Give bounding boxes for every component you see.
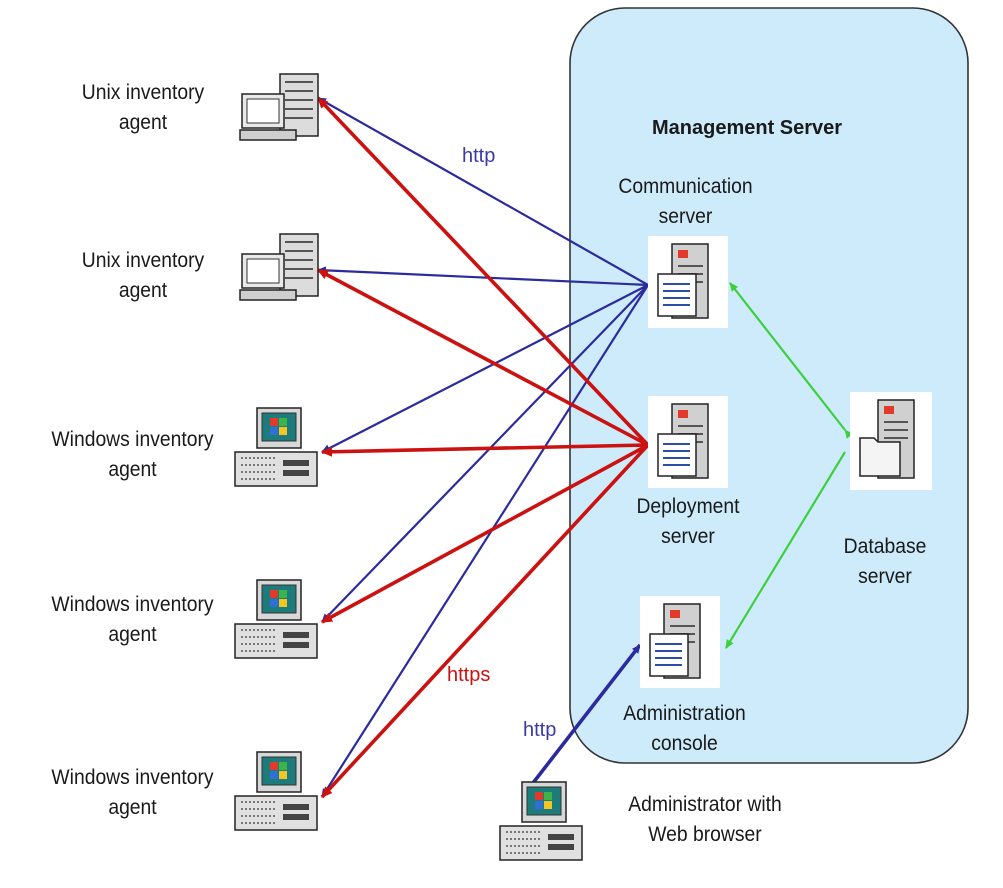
http-link-admin (524, 643, 642, 792)
administration-console-label: Administration console (599, 699, 769, 759)
communication-server-label-line2: server (658, 205, 713, 228)
db-link-admin (725, 451, 846, 649)
agent-label-3-line1: Windows inventory (51, 428, 214, 451)
database-server-label-line1: Database (843, 535, 927, 558)
agent-label-1-line2: agent (118, 111, 168, 134)
communication-server-label: Communication server (605, 172, 766, 232)
database-server-label-line2: server (858, 565, 912, 588)
windows-pc-icon-admin (499, 781, 583, 861)
communication-server-icon (648, 236, 728, 328)
https-protocol-label: https (447, 664, 491, 686)
agent-label-2: Unix inventory agent (56, 246, 231, 306)
http-protocol-label: http (462, 145, 496, 167)
agent-label-1: Unix inventory agent (56, 78, 231, 138)
administrator-label: Administrator with Web browser (599, 790, 811, 850)
management-server-title: Management Server (652, 117, 843, 139)
agent-label-2-line2: agent (118, 279, 168, 302)
agent-label-5: Windows inventory agent (29, 763, 236, 823)
agent-label-3-line2: agent (108, 458, 157, 481)
unix-workstation-icon-1 (239, 73, 319, 141)
deployment-server-label-line2: server (661, 525, 715, 548)
windows-pc-icon-1 (234, 407, 318, 487)
administrator-label-line1: Administrator with (628, 793, 782, 816)
deployment-server-label-line1: Deployment (636, 495, 740, 518)
windows-pc-icon-3 (234, 751, 318, 831)
agent-label-5-line2: agent (108, 796, 157, 819)
https-link-agent-5 (320, 434, 659, 799)
administrator-label-line2: Web browser (648, 823, 762, 846)
deployment-server-icon (648, 396, 728, 488)
database-server-icon (850, 392, 932, 490)
windows-pc-icon-2 (234, 579, 318, 659)
agent-label-4-line2: agent (108, 623, 157, 646)
http-admin-protocol-label: http (523, 719, 557, 741)
agent-label-3: Windows inventory agent (29, 425, 236, 485)
administration-console-label-line2: console (651, 732, 718, 755)
agent-label-1-line1: Unix inventory (81, 81, 205, 104)
administration-console-icon (640, 596, 720, 688)
agent-label-2-line1: Unix inventory (81, 249, 205, 272)
agent-label-4-line1: Windows inventory (51, 593, 214, 616)
database-server-label: Database server (821, 532, 950, 592)
communication-server-label-line1: Communication (618, 175, 753, 198)
administration-console-label-line1: Administration (623, 702, 746, 725)
agent-label-4: Windows inventory agent (29, 590, 236, 650)
https-link-agent-2 (317, 268, 660, 455)
db-link-communication (729, 282, 854, 439)
agent-label-5-line1: Windows inventory (51, 766, 214, 789)
unix-workstation-icon-2 (239, 233, 319, 301)
deployment-server-label: Deployment server (610, 492, 766, 552)
